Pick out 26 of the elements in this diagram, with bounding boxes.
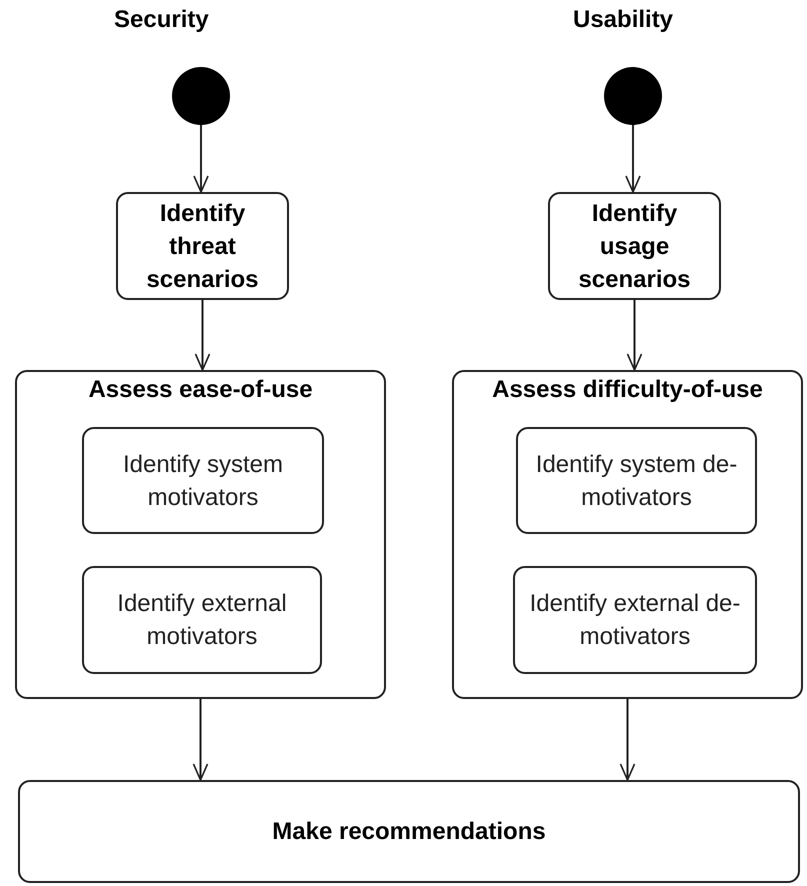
action-box — [82, 566, 322, 674]
column-heading: Security — [114, 6, 209, 34]
action-label: Make recommendations — [271, 817, 547, 847]
action-label: Identify external de-motivators — [528, 589, 742, 652]
action-label: Identify system de-motivators — [534, 450, 738, 512]
arrow — [192, 699, 208, 781]
action-label: Identify threat scenarios — [145, 198, 260, 294]
arrow — [194, 300, 210, 371]
activity-group — [15, 370, 386, 699]
action-label: Identify system motivators — [122, 450, 284, 512]
action-box — [18, 780, 800, 883]
action-box — [548, 192, 721, 300]
group-heading: Assess difficulty-of-use — [491, 376, 764, 404]
activity-group — [452, 370, 803, 699]
action-label: Identify external motivators — [116, 589, 288, 652]
action-label: Identify usage scenarios — [577, 198, 692, 294]
action-box — [116, 192, 289, 300]
action-box — [82, 427, 324, 534]
column-heading: Usability — [573, 6, 674, 34]
action-box — [513, 566, 757, 674]
action-box — [516, 427, 757, 534]
arrow — [193, 125, 209, 193]
group-heading: Assess ease-of-use — [87, 376, 314, 404]
arrow — [625, 125, 641, 193]
arrow — [626, 300, 642, 371]
arrow — [620, 699, 636, 781]
